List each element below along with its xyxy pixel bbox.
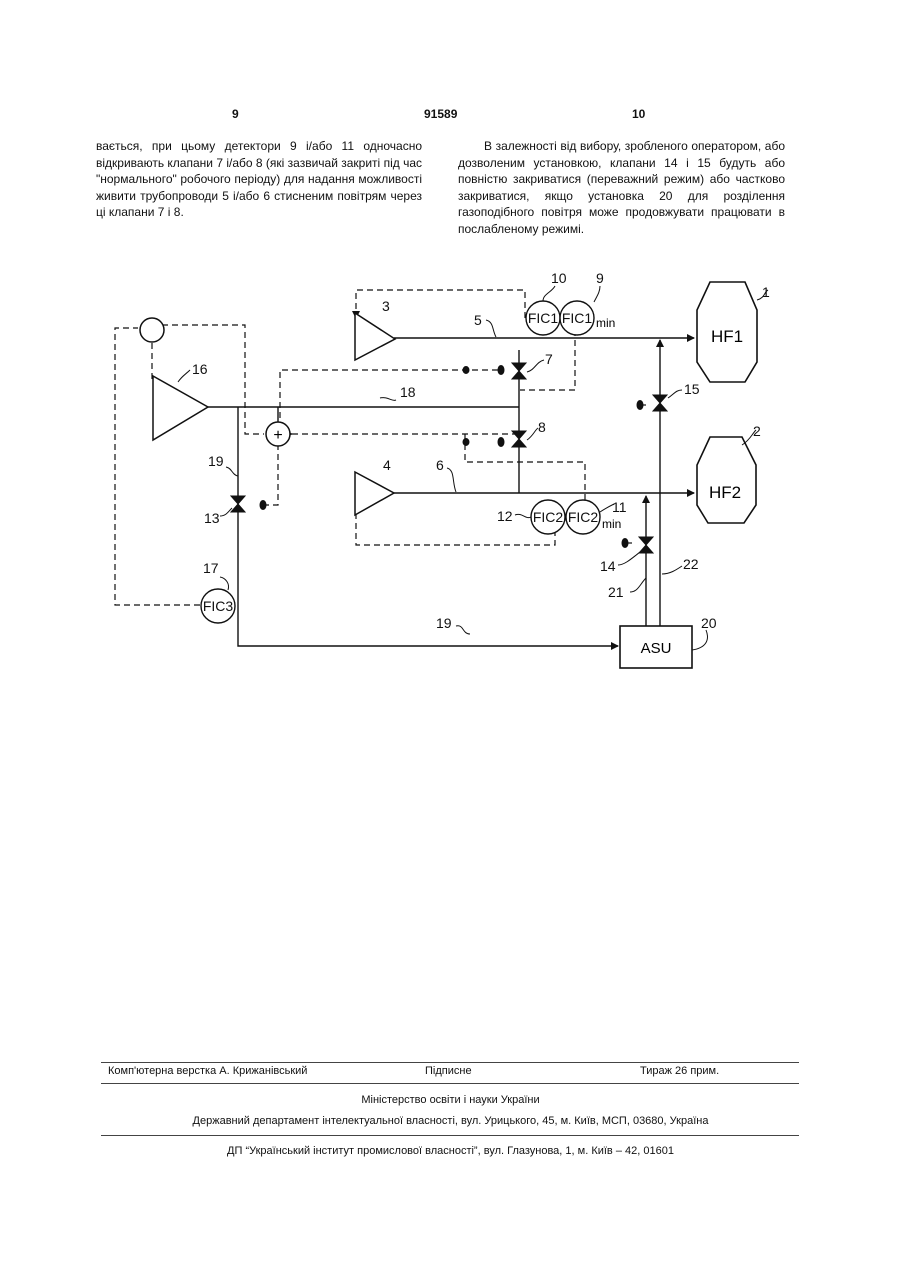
compressor-16 xyxy=(153,376,208,440)
footer-rule-bottom xyxy=(101,1135,799,1136)
ref-18: 18 xyxy=(400,384,416,400)
leader-9 xyxy=(594,286,600,302)
footer-circulation: Тираж 26 прим. xyxy=(640,1065,719,1077)
footer-ministry: Міністерство освіти і науки України xyxy=(0,1094,901,1106)
ref-16: 16 xyxy=(192,361,208,377)
valve-13 xyxy=(231,496,245,512)
ref-14: 14 xyxy=(600,558,616,574)
fic1-label-a: FIC1 xyxy=(528,310,559,326)
valve-14 xyxy=(639,537,653,553)
actuator-7a xyxy=(463,367,469,374)
compressor-4 xyxy=(355,472,394,515)
hf2-label: HF2 xyxy=(709,483,741,502)
hf2-furnace xyxy=(697,437,756,523)
leader-15 xyxy=(668,390,682,398)
actuator-7b xyxy=(498,366,504,375)
ref-2: 2 xyxy=(753,423,761,439)
ref-1: 1 xyxy=(762,284,770,300)
fic1-label-b: FIC1 xyxy=(562,310,593,326)
ref-19a: 19 xyxy=(208,453,224,469)
fic2-label-b: FIC2 xyxy=(568,509,599,525)
sum-symbol: + xyxy=(273,427,282,444)
ref-21: 21 xyxy=(608,584,624,600)
valve-15 xyxy=(653,395,667,411)
dash-fic3-loop xyxy=(115,328,200,605)
footer-rule-top xyxy=(101,1062,799,1063)
footer-rule-mid xyxy=(101,1083,799,1084)
ref-17: 17 xyxy=(203,560,219,576)
leader-14 xyxy=(618,552,640,565)
actuator-15 xyxy=(637,401,643,410)
leader-19b xyxy=(456,626,470,634)
leader-17 xyxy=(220,577,229,590)
ref-11: 11 xyxy=(612,499,627,515)
actuator-8b xyxy=(498,438,504,447)
asu-label: ASU xyxy=(641,640,672,657)
leader-19a xyxy=(226,467,238,476)
leader-12 xyxy=(515,514,531,517)
ref-13: 13 xyxy=(204,510,220,526)
leader-8 xyxy=(527,428,538,440)
footer-signed: Підписне xyxy=(425,1065,472,1077)
actuator-13 xyxy=(260,501,266,510)
leader-18 xyxy=(380,398,396,401)
fic2-label-a: FIC2 xyxy=(533,509,564,525)
footer-layout: Комп'ютерна верстка А. Крижанівський xyxy=(108,1065,307,1077)
ref-12: 12 xyxy=(497,508,513,524)
dash-13-sum xyxy=(264,444,278,505)
ref-22: 22 xyxy=(683,556,699,572)
footer-institute: ДП “Український інститут промислової вла… xyxy=(0,1145,901,1157)
leader-10 xyxy=(543,286,555,301)
leader-7 xyxy=(527,360,544,372)
leader-21 xyxy=(630,578,646,592)
ref-19b: 19 xyxy=(436,615,452,631)
valve-8 xyxy=(512,431,526,447)
ref-10: 10 xyxy=(551,270,567,286)
ref-15: 15 xyxy=(684,381,700,397)
leader-20 xyxy=(692,630,707,650)
min-label-11: min xyxy=(602,517,621,531)
ref-8: 8 xyxy=(538,419,546,435)
leader-5 xyxy=(486,320,496,337)
ref-9: 9 xyxy=(596,270,604,286)
leader-16 xyxy=(178,370,190,382)
ref-6: 6 xyxy=(436,457,444,473)
footer-department: Державний департамент інтелектуальної вл… xyxy=(0,1115,901,1127)
hf1-label: HF1 xyxy=(711,327,743,346)
ref-3: 3 xyxy=(382,298,390,314)
leader-13 xyxy=(220,508,232,516)
valve-7 xyxy=(512,363,526,379)
ref-4: 4 xyxy=(383,457,391,473)
leader-6 xyxy=(447,468,456,492)
ref-5: 5 xyxy=(474,312,482,328)
actuator-8a xyxy=(463,439,469,446)
leader-22 xyxy=(662,566,682,574)
compressor-3 xyxy=(355,313,395,360)
actuator-14 xyxy=(622,539,628,548)
min-label-9: min xyxy=(596,316,615,330)
top-junction-circle xyxy=(140,318,164,342)
ref-7: 7 xyxy=(545,351,553,367)
ref-20: 20 xyxy=(701,615,717,631)
fic3-label: FIC3 xyxy=(203,598,234,614)
dash-7-left xyxy=(280,370,498,423)
